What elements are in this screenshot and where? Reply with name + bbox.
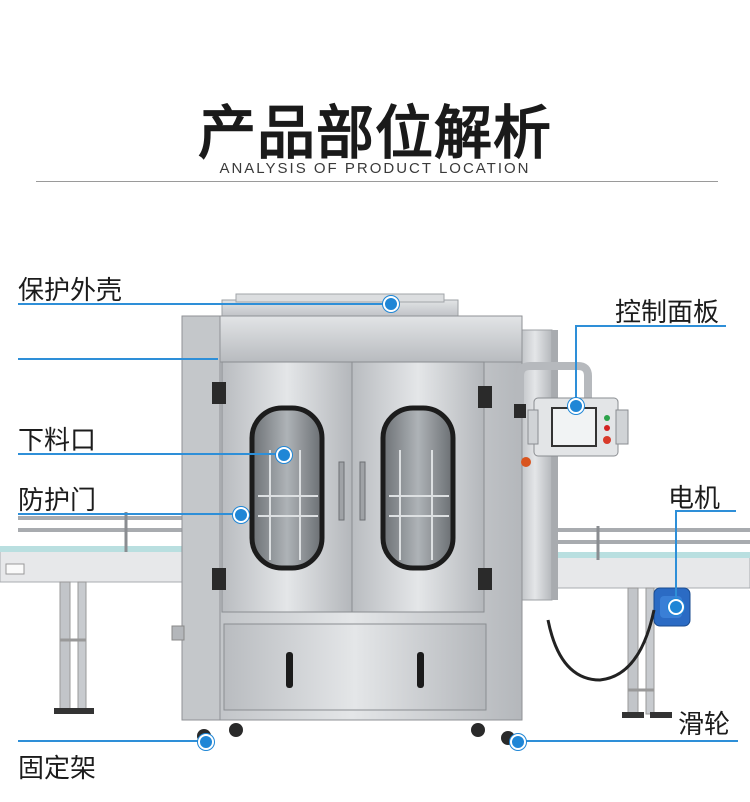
callout-dot-door: [233, 507, 249, 523]
label-feed-port: 下料口: [18, 426, 97, 456]
callout-vline-control-panel: [575, 325, 577, 405]
right-conveyor: [519, 526, 750, 718]
left-conveyor: [0, 512, 187, 714]
right-window: [380, 405, 456, 571]
label-motor: 电机: [668, 484, 721, 514]
page-subtitle: ANALYSIS OF PRODUCT LOCATION: [219, 160, 531, 177]
callout-line-motor: [676, 510, 736, 512]
page-title: 产品部位解析: [197, 99, 552, 167]
label-frame: 固定架: [18, 754, 97, 784]
header-divider: [36, 181, 718, 182]
callout-line-upper: [18, 358, 218, 360]
callout-dot-motor: [668, 599, 684, 615]
label-control-panel: 控制面板: [615, 298, 720, 328]
callout-vline-motor: [675, 510, 677, 606]
label-shell: 保护外壳: [18, 276, 123, 306]
callout-line-feed-port: [18, 453, 282, 455]
callout-dot-shell: [383, 296, 399, 312]
callout-line-frame: [18, 740, 204, 742]
lower-cabinet: [223, 623, 487, 711]
callout-dot-pulley: [510, 734, 526, 750]
label-door: 防护门: [18, 486, 97, 516]
callout-line-pulley: [516, 740, 738, 742]
label-pulley: 滑轮: [678, 710, 731, 740]
callout-line-door: [18, 513, 240, 515]
callout-dot-frame: [198, 734, 214, 750]
callout-dot-feed-port: [276, 447, 292, 463]
callout-line-control-panel: [576, 325, 726, 327]
callout-dot-control-panel: [568, 398, 584, 414]
left-window: [249, 405, 325, 571]
callout-line-shell: [18, 303, 390, 305]
